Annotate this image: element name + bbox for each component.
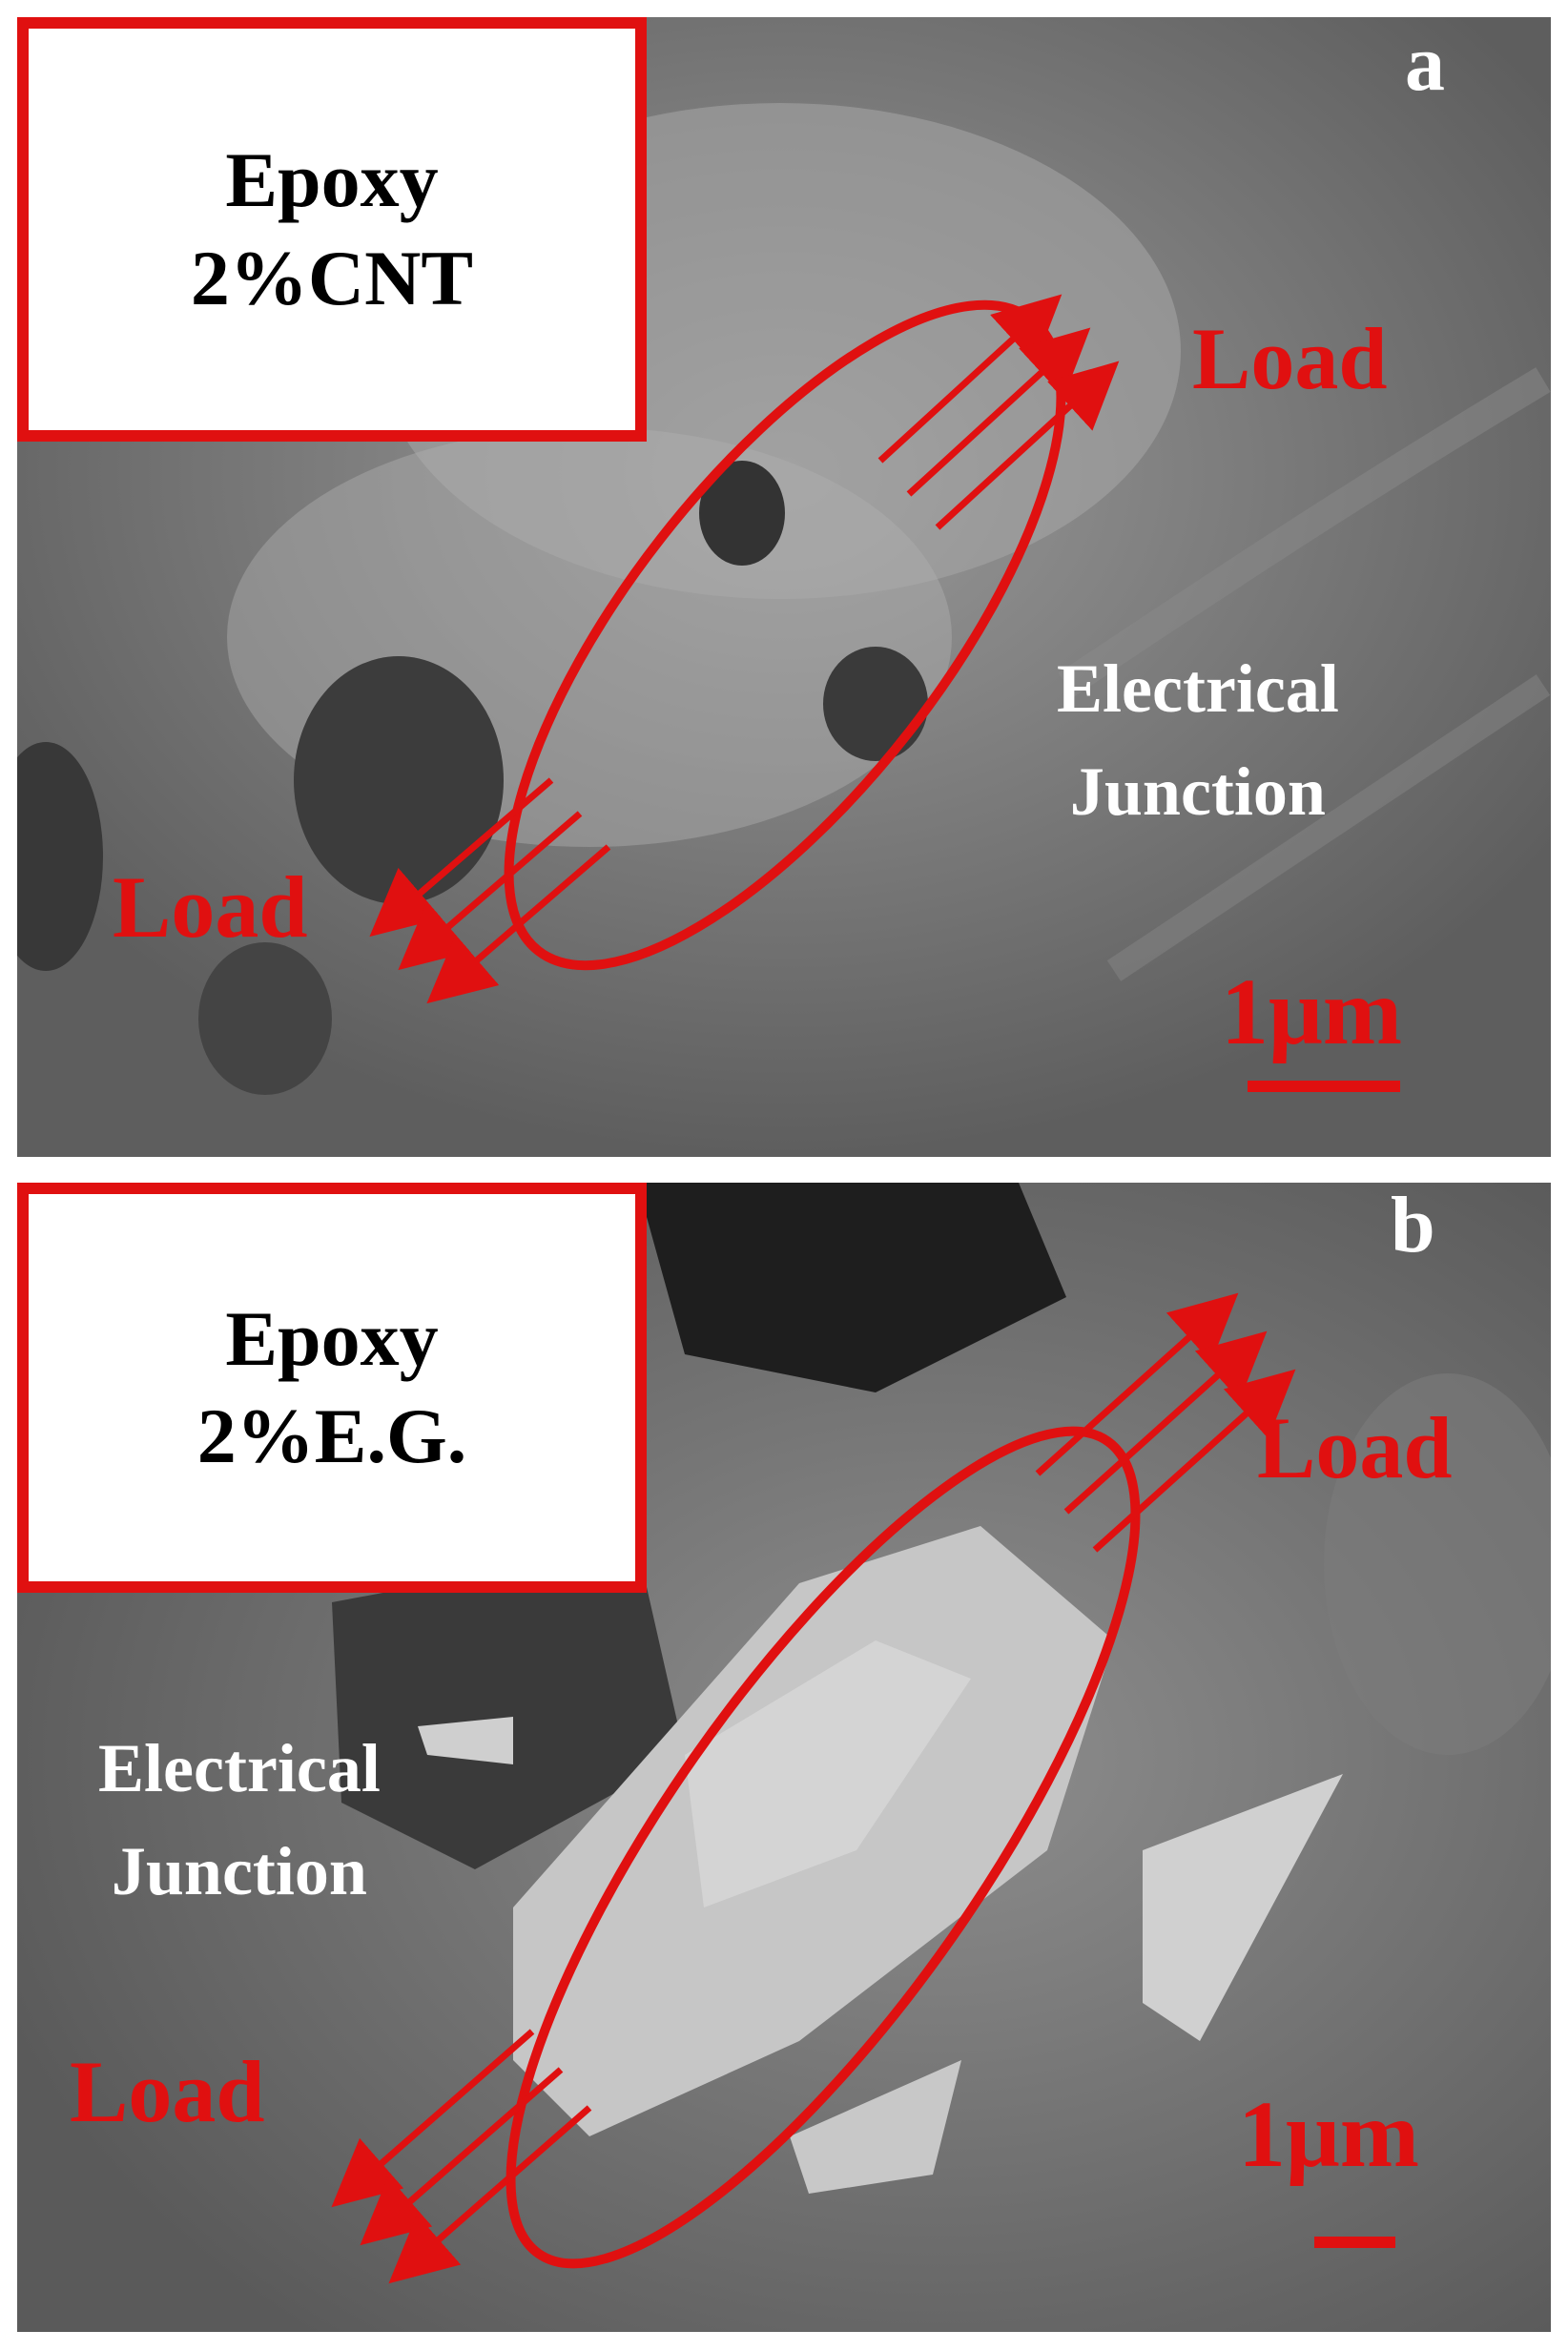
scale-bar-a <box>1248 1081 1400 1092</box>
junction-label-b: Electrical Junction <box>98 1717 381 1923</box>
load-label-top-b: Load <box>1257 1399 1453 1496</box>
junction-label-line2: Junction <box>1069 753 1326 830</box>
sample-label-line1: Epoxy <box>225 1294 439 1382</box>
sample-label-line1: Epoxy <box>225 136 439 223</box>
micrograph-panel-b: Epoxy 2%E.G. b Load Load Electrical Junc… <box>17 1183 1551 2332</box>
sample-label-box-a: Epoxy 2%CNT <box>17 17 647 442</box>
load-label-bottom-b: Load <box>70 2043 265 2140</box>
scale-bar-b <box>1314 2237 1395 2248</box>
micrograph-panel-a: Epoxy 2%CNT a Load Load Electrical Junct… <box>17 17 1551 1157</box>
sample-label-box-b: Epoxy 2%E.G. <box>17 1183 647 1593</box>
junction-label-line2: Junction <box>111 1833 367 1909</box>
load-label-bottom-a: Load <box>113 858 308 956</box>
sample-label-line2: 2%E.G. <box>196 1392 467 1479</box>
scale-label-b: 1μm <box>1238 2081 1419 2187</box>
scale-label-a: 1μm <box>1221 959 1402 1064</box>
panel-letter-b: b <box>1391 1183 1435 1269</box>
sample-label-line2: 2%CNT <box>190 234 474 321</box>
junction-label-line1: Electrical <box>98 1730 381 1806</box>
panel-letter-a: a <box>1405 19 1445 108</box>
load-label-top-a: Load <box>1192 310 1388 407</box>
junction-label-a: Electrical Junction <box>1057 637 1339 843</box>
junction-label-line1: Electrical <box>1057 650 1339 727</box>
